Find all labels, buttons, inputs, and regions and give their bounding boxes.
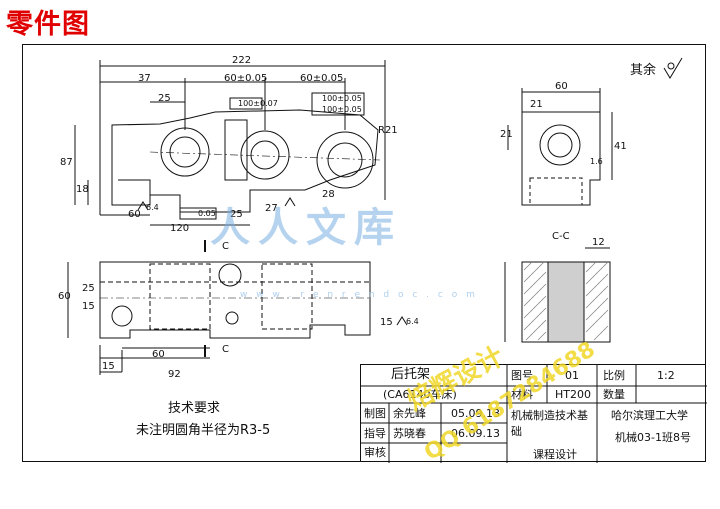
section-title: C-C bbox=[552, 231, 570, 242]
dimension-label: 21 bbox=[530, 99, 543, 110]
dimension-label: 60±0.05 bbox=[224, 73, 268, 84]
instructor-date: 06.09.13 bbox=[451, 427, 500, 440]
section-marker-c: C bbox=[222, 344, 229, 355]
quantity-label: 数量 bbox=[603, 388, 625, 401]
tech-requirements-title: 技术要求 bbox=[168, 401, 221, 416]
design-date: 05.09.13 bbox=[451, 407, 500, 420]
material-label: 材料 bbox=[511, 388, 533, 401]
dimension-label: 25 bbox=[230, 209, 243, 220]
tech-requirements-text: 未注明圆角半径为R3-5 bbox=[136, 423, 271, 438]
part-name: 后托架 bbox=[391, 367, 431, 382]
dimension-label: 12 bbox=[592, 237, 605, 248]
dimension-label: 60 bbox=[152, 349, 165, 360]
watermark-site: 人人文库 bbox=[210, 204, 402, 251]
review-label: 审核 bbox=[364, 446, 386, 459]
dimension-label: 92 bbox=[168, 369, 181, 380]
designer-label: 制图 bbox=[364, 407, 386, 420]
roughness-label: 6.4 bbox=[146, 203, 159, 212]
scale-label: 比例 bbox=[603, 369, 625, 382]
dimension-label: 60 bbox=[128, 209, 141, 220]
roughness-label: 1.6 bbox=[590, 157, 603, 166]
dimension-label: 41 bbox=[614, 141, 627, 152]
bore-circle-3 bbox=[316, 131, 374, 189]
tolerance-label: 0.05 bbox=[198, 209, 216, 218]
drawing-no: 01 bbox=[565, 369, 579, 382]
section-marker-c: C bbox=[222, 241, 229, 252]
dimension-label: 25 bbox=[82, 283, 95, 294]
part-code: (CA6140车床) bbox=[383, 388, 457, 401]
dimension-label: 15 bbox=[82, 301, 95, 312]
course-name-3: 课程设计 bbox=[533, 448, 577, 461]
dimension-label: 18 bbox=[76, 184, 89, 195]
dimension-label: 27 bbox=[265, 203, 278, 214]
instructor-name: 苏晓春 bbox=[393, 427, 426, 440]
top-view-outline bbox=[99, 261, 371, 339]
roughness-label: 6.4 bbox=[406, 317, 419, 326]
dimension-label: 60 bbox=[555, 81, 568, 92]
dimension-label: 60±0.05 bbox=[300, 73, 344, 84]
watermark-url: w w w . r e n r e n d o c . c o m bbox=[240, 290, 478, 300]
drawing-no-label: 图号 bbox=[511, 369, 533, 382]
dimension-label: 60 bbox=[58, 291, 71, 302]
scale-value: 1:2 bbox=[657, 369, 675, 382]
instructor-label: 指导 bbox=[364, 427, 386, 440]
side-view-outline bbox=[521, 111, 601, 206]
course-name-1: 机械制造技术基 bbox=[511, 409, 588, 422]
course-name-2: 础 bbox=[511, 425, 522, 438]
class-info: 机械03-1班8号 bbox=[615, 431, 691, 444]
dimension-label: 222 bbox=[232, 55, 252, 66]
bore-circle-1 bbox=[160, 127, 210, 177]
bore-circle-2 bbox=[240, 130, 290, 180]
title-block-grid bbox=[361, 365, 707, 463]
dimension-label: 120 bbox=[170, 223, 190, 234]
dimension-label: 25 bbox=[158, 93, 171, 104]
dimension-label: 87 bbox=[60, 157, 73, 168]
tolerance-label: 100±0.05 bbox=[322, 105, 362, 114]
title-block: 后托架 (CA6140车床) 图号 01 比例 1:2 材料 HT200 数量 … bbox=[360, 364, 707, 463]
page-title: 零件图 bbox=[6, 9, 90, 40]
dimension-label: 28 bbox=[322, 189, 335, 200]
material-value: HT200 bbox=[555, 388, 591, 401]
roughness-rest-label: 其余 bbox=[630, 63, 657, 78]
school-name: 哈尔滨理工大学 bbox=[611, 409, 688, 422]
boss-block bbox=[224, 119, 248, 181]
dimension-label: 15 bbox=[380, 317, 393, 328]
dimension-label: R21 bbox=[378, 125, 398, 136]
designer-name: 余先峰 bbox=[393, 407, 426, 420]
dimension-label: 15 bbox=[102, 361, 115, 372]
dimension-label: 37 bbox=[138, 73, 151, 84]
dimension-label: 21 bbox=[500, 129, 513, 140]
tolerance-label: 100±0.07 bbox=[238, 99, 278, 108]
tolerance-label: 100±0.05 bbox=[322, 94, 362, 103]
